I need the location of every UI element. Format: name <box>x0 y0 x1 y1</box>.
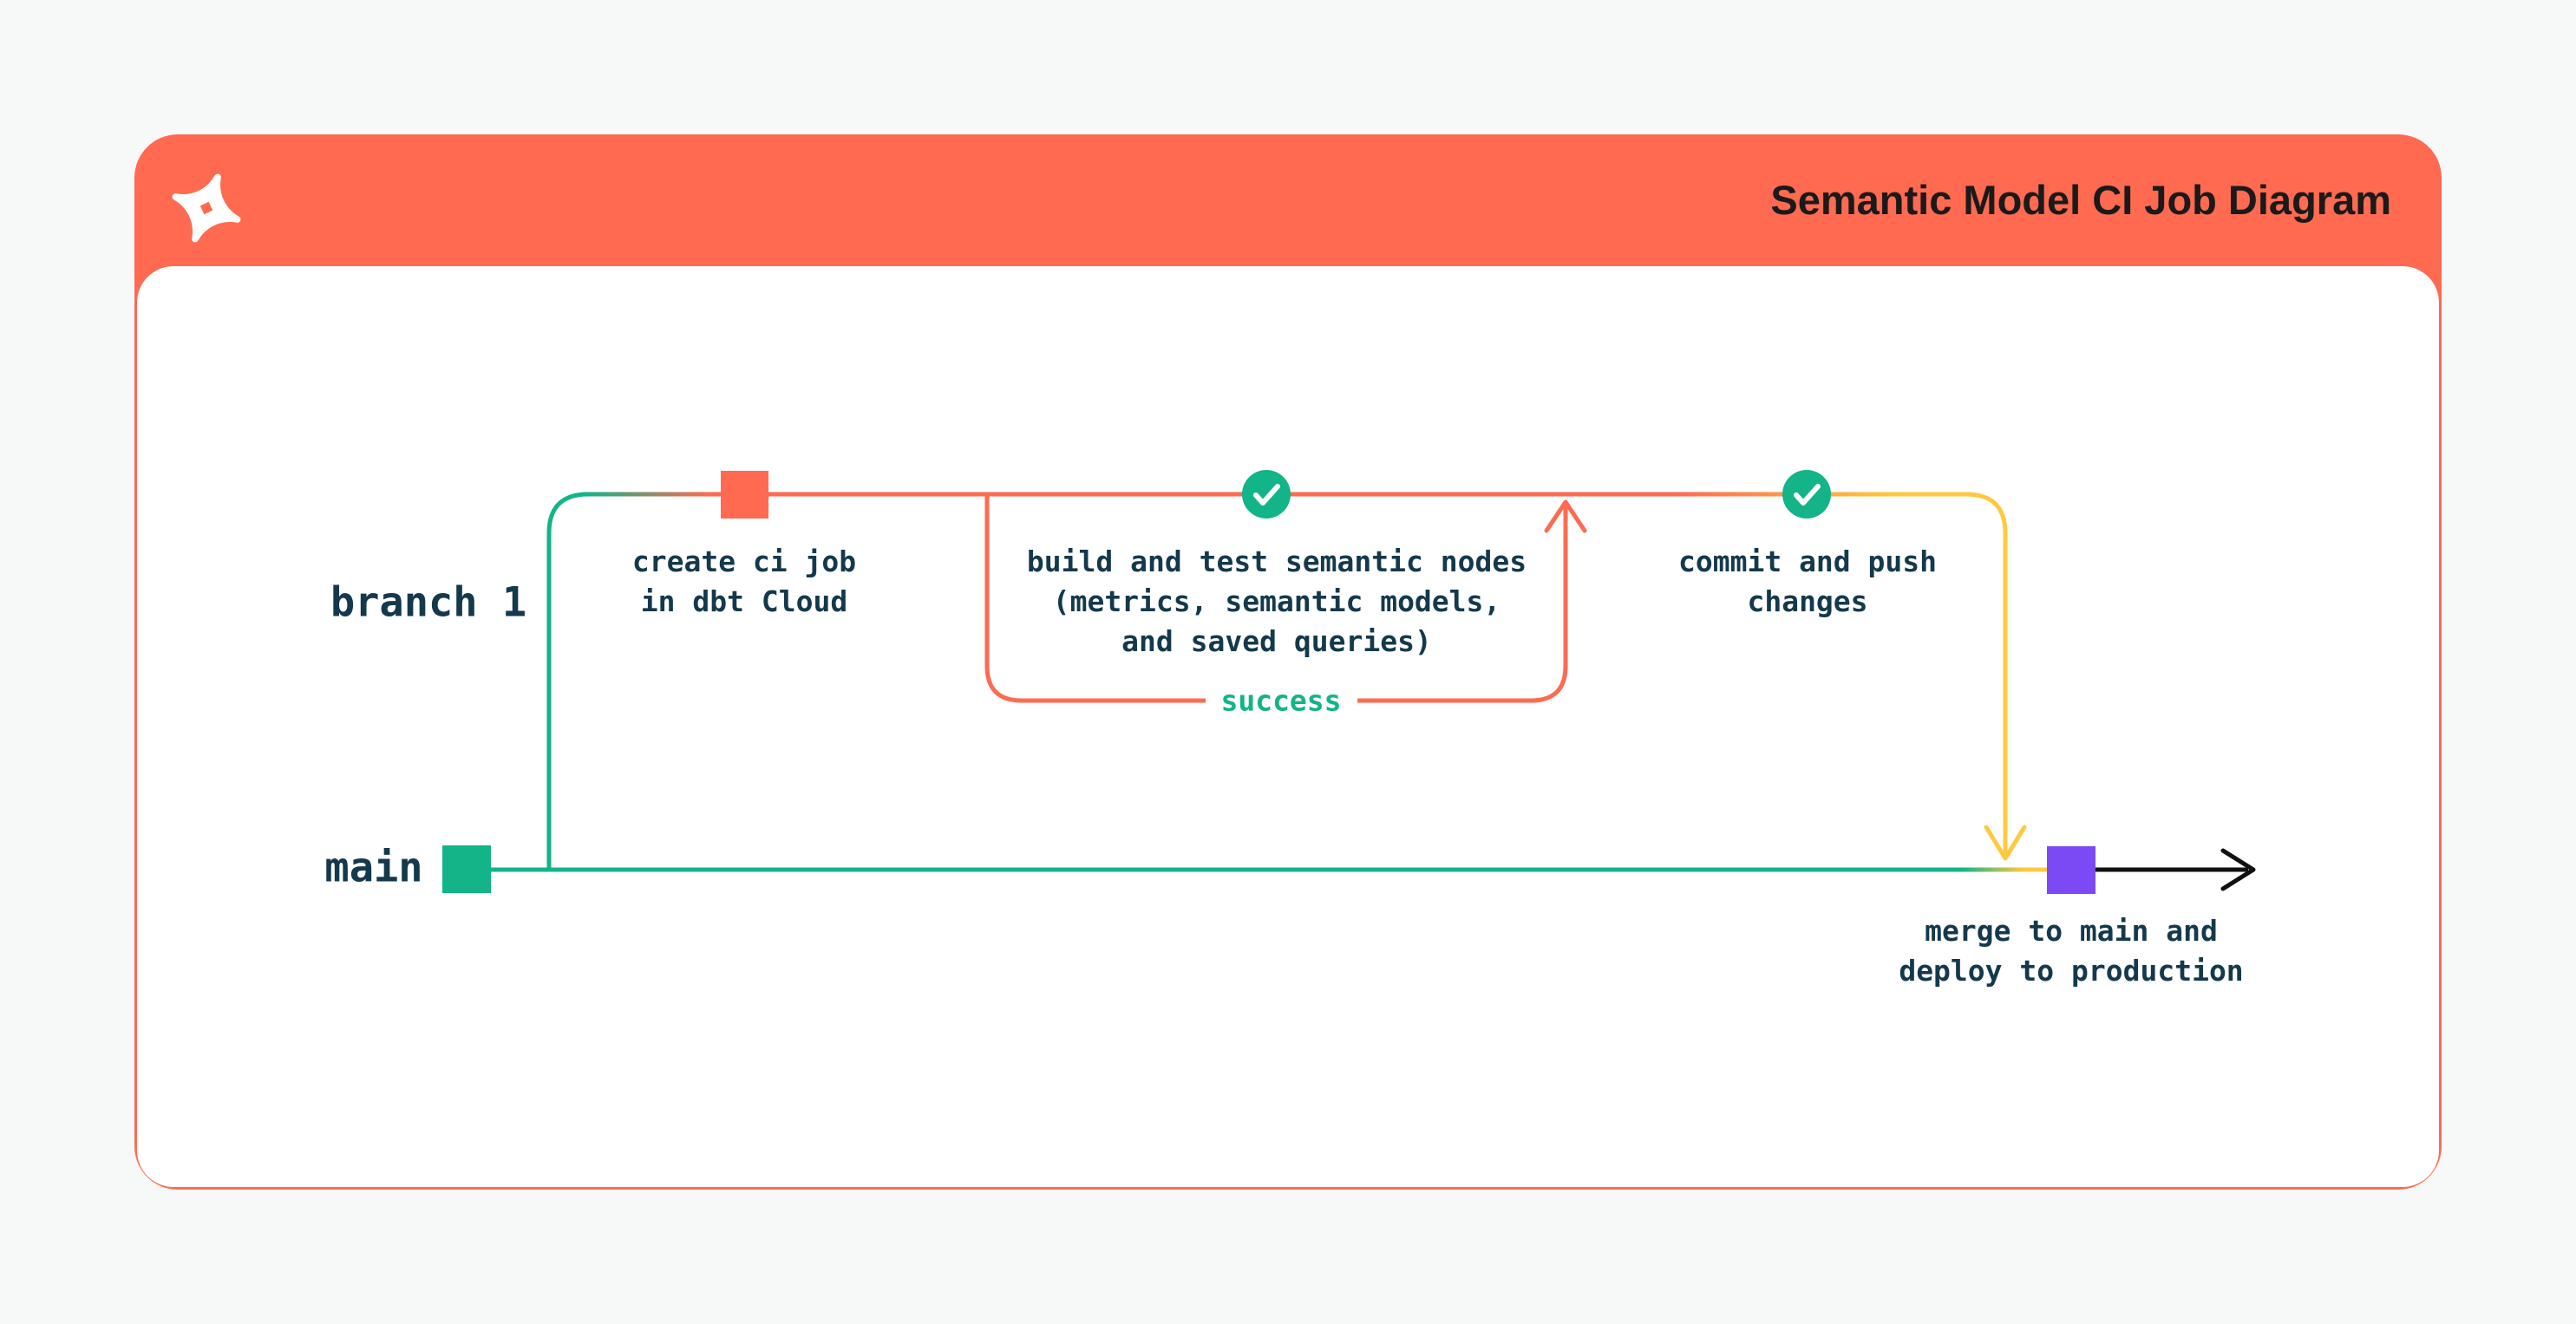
commit-push-check-icon <box>1782 470 1831 519</box>
card-body <box>137 266 2439 1187</box>
branch1-label: branch 1 <box>330 578 527 627</box>
branch1-split-line <box>546 492 589 870</box>
merge-commit-square <box>2047 846 2095 894</box>
main-start-commit-square <box>442 845 491 893</box>
branch1-merge-line <box>1965 492 2008 857</box>
node-label-create-ci-job: create ci job in dbt Cloud <box>631 545 857 618</box>
merge-arrowhead-icon <box>1984 825 2027 861</box>
success-loop-left-line <box>984 496 1206 703</box>
dbt-logo-icon <box>172 173 241 243</box>
node-label-commit-push: commit and push changes <box>1677 545 1938 618</box>
build-test-check-icon <box>1242 470 1291 519</box>
success-loop-label: success <box>1208 683 1354 718</box>
main-label: main <box>324 844 423 892</box>
diagram-card: Semantic Model CI Job Diagram <box>134 134 2442 1190</box>
card-header: Semantic Model CI Job Diagram <box>134 134 2442 266</box>
success-loop-arrowhead-icon <box>1544 499 1587 533</box>
create-ci-job-commit-square <box>721 471 768 519</box>
success-loop-right-line <box>1357 506 1568 703</box>
page-title: Semantic Model CI Job Diagram <box>1770 177 2391 223</box>
node-label-build-test-semantic-nodes: build and test semantic nodes (metrics, … <box>1026 545 1527 658</box>
production-arrowhead-icon <box>2220 848 2256 891</box>
node-label-merge-deploy: merge to main and deploy to production <box>1899 914 2244 988</box>
